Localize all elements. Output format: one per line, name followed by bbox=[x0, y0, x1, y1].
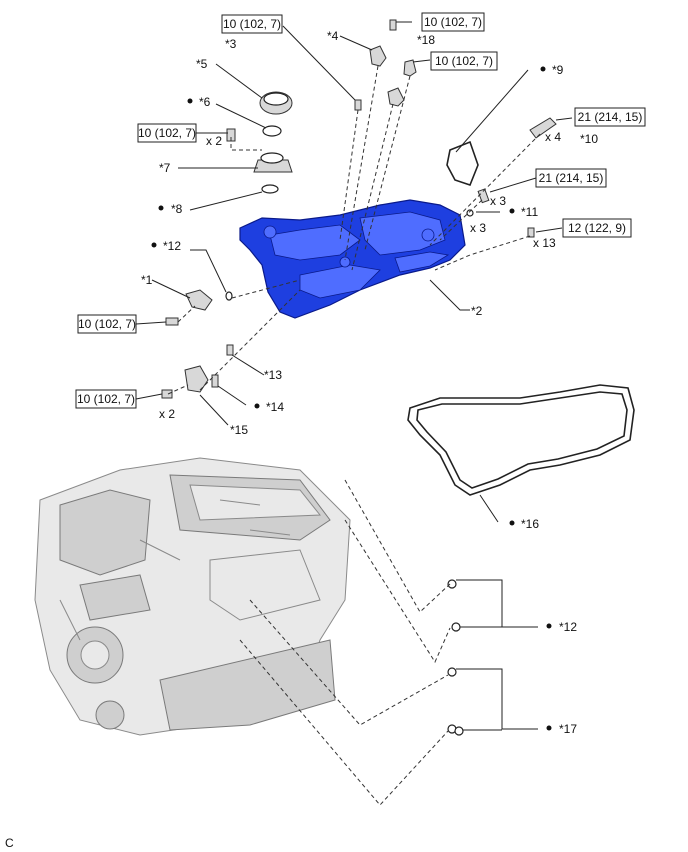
bullet-6 bbox=[187, 98, 193, 104]
bullet-9 bbox=[540, 66, 546, 72]
bolt-15 bbox=[161, 389, 173, 399]
o-ring-12-a bbox=[447, 579, 457, 589]
torque-spec-t6: 21 (214, 15) bbox=[535, 168, 607, 188]
torque-label: 12 (122, 9) bbox=[568, 221, 626, 235]
bolt-1 bbox=[165, 317, 179, 326]
bolt-4 bbox=[354, 99, 362, 111]
torque-label: 10 (102, 7) bbox=[424, 15, 482, 29]
torque-spec-t9: 10 (102, 7) bbox=[75, 389, 137, 409]
torque-spec-t4: 10 (102, 7) bbox=[137, 123, 197, 143]
callout-16: *16 bbox=[521, 517, 539, 531]
bullet-16 bbox=[509, 520, 515, 526]
torque-spec-t8: 10 (102, 7) bbox=[77, 314, 137, 334]
bolt-x13 bbox=[527, 227, 535, 238]
torque-spec-t5: 21 (214, 15) bbox=[574, 107, 646, 127]
bullet-12b bbox=[546, 623, 552, 629]
callout-13: *13 bbox=[264, 368, 282, 382]
assembly-dashed-lines bbox=[167, 65, 541, 806]
bullet-14 bbox=[254, 403, 260, 409]
oil-filler-cap-top bbox=[263, 92, 289, 106]
torque-spec-t3: 10 (102, 7) bbox=[430, 51, 498, 71]
torque-label: 10 (102, 7) bbox=[77, 392, 135, 406]
bolt-x3 bbox=[477, 188, 490, 204]
callout-2: *2 bbox=[471, 304, 483, 318]
torque-label: 10 (102, 7) bbox=[138, 126, 196, 140]
head-cover-gasket bbox=[407, 384, 635, 496]
sensor-lower bbox=[387, 87, 405, 107]
sensor-18 bbox=[403, 59, 417, 77]
callout-12-bottom: *12 bbox=[559, 620, 577, 634]
callout-1: *1 bbox=[141, 273, 153, 287]
bullet-12a bbox=[151, 242, 157, 248]
qty-x2-filler: x 2 bbox=[206, 134, 222, 148]
union-14 bbox=[211, 374, 219, 388]
bolt-top bbox=[389, 19, 397, 31]
callout-14: *14 bbox=[266, 400, 284, 414]
torque-spec-t2: 10 (102, 7) bbox=[421, 12, 485, 32]
torque-spec-t7: 12 (122, 9) bbox=[562, 218, 632, 238]
qty-x2-valve: x 2 bbox=[159, 407, 175, 421]
callout-8: *8 bbox=[171, 202, 183, 216]
bullet-11 bbox=[509, 208, 515, 214]
callout-10: *10 bbox=[580, 132, 598, 146]
callout-5: *5 bbox=[196, 57, 208, 71]
qty-x3-washer: x 3 bbox=[470, 221, 486, 235]
cylinder-head-cover bbox=[239, 199, 466, 319]
o-ring-12-b bbox=[451, 622, 461, 632]
callout-3: *3 bbox=[225, 37, 237, 51]
callout-9: *9 bbox=[552, 63, 564, 77]
callout-17: *17 bbox=[559, 722, 577, 736]
engine-assembly-illustration bbox=[34, 457, 351, 736]
union-13 bbox=[226, 344, 234, 356]
o-ring-12 bbox=[225, 291, 233, 301]
torque-label: 21 (214, 15) bbox=[578, 110, 643, 124]
filler-cap-gasket bbox=[262, 125, 282, 137]
oil-control-valve-15 bbox=[184, 365, 209, 393]
torque-spec-t1: 10 (102, 7) bbox=[221, 14, 283, 34]
spark-plug bbox=[529, 117, 557, 139]
torque-label: 21 (214, 15) bbox=[539, 171, 604, 185]
bullet-8 bbox=[158, 205, 164, 211]
o-ring-17-a bbox=[447, 667, 457, 677]
filler-neck-gasket bbox=[261, 184, 279, 194]
callout-4: *4 bbox=[327, 29, 339, 43]
qty-x4: x 4 bbox=[545, 130, 561, 144]
qty-x3-bolt: x 3 bbox=[490, 194, 506, 208]
callout-11: *11 bbox=[521, 205, 538, 219]
bullet-17 bbox=[546, 725, 552, 731]
torque-label: 10 (102, 7) bbox=[78, 317, 136, 331]
callout-12-top: *12 bbox=[163, 239, 181, 253]
torque-label: 10 (102, 7) bbox=[223, 17, 281, 31]
callout-18: *18 bbox=[417, 33, 435, 47]
washer-11 bbox=[466, 209, 474, 217]
oil-filler-neck-top bbox=[260, 152, 284, 164]
leader-lines bbox=[135, 21, 573, 731]
callout-15: *15 bbox=[230, 423, 248, 437]
plug-tube-gasket bbox=[446, 140, 479, 186]
callout-7: *7 bbox=[159, 161, 171, 175]
o-ring-17-c bbox=[454, 726, 464, 736]
callout-6: *6 bbox=[199, 95, 211, 109]
qty-x13: x 13 bbox=[533, 236, 556, 250]
sensor-upper bbox=[369, 45, 387, 67]
head-cover-gasket-inner bbox=[416, 391, 628, 489]
figure-code: C bbox=[5, 836, 14, 850]
torque-label: 10 (102, 7) bbox=[435, 54, 493, 68]
vvt-sensor bbox=[185, 289, 213, 311]
